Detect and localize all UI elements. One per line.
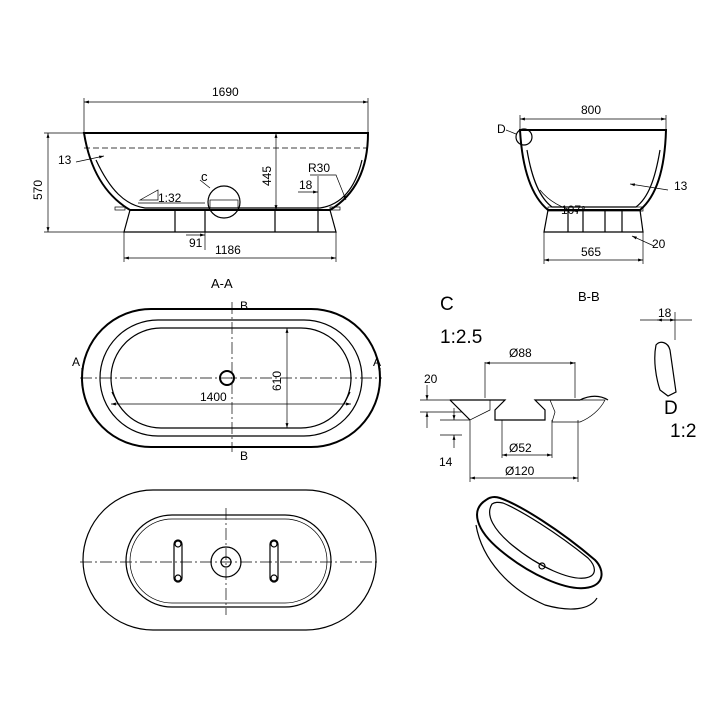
rim-height-dimension: 20: [424, 372, 438, 386]
end-view-base: [543, 209, 644, 233]
angle-arc: [539, 189, 579, 213]
depth-dimension: 445: [260, 166, 274, 186]
end-wall-dimension: 13: [674, 179, 688, 193]
base-dia-dimension: Ø120: [505, 464, 535, 478]
detail-d-scale: 1:2: [670, 421, 696, 442]
outer-dia-dimension: Ø88: [509, 346, 532, 360]
drain-label: c: [201, 169, 208, 184]
detail-section-label: B-B: [578, 289, 600, 304]
drain-hatch-right: [549, 399, 606, 423]
angle-dimension: 107°: [561, 203, 586, 217]
detail-d: 18 D 1:2: [640, 306, 696, 442]
section-b-bottom: B: [240, 449, 248, 463]
end-view-base-hatch: [547, 206, 644, 212]
section-b-top: B: [240, 299, 248, 313]
bottom-base-outline: [125, 514, 332, 608]
slope-label: 1:32: [158, 191, 182, 205]
width-dimension: 800: [581, 103, 601, 117]
drain-right-profile: [579, 395, 609, 401]
plan-section-title: A-A: [211, 276, 233, 291]
side-view-drain-circle: [207, 185, 241, 219]
length-dimension: 1690: [212, 85, 239, 99]
perspective-inner-rim: [489, 501, 595, 579]
section-a-left: A: [72, 355, 80, 369]
bottom-foot-slot-right: [269, 539, 279, 583]
side-view-foot-hatch: [114, 206, 126, 211]
height-dimension: 570: [31, 180, 45, 200]
bottom-foot-slot-left: [173, 539, 183, 583]
slope-triangle: [138, 189, 159, 201]
bottom-outer-outline: [82, 489, 377, 631]
end-view-inner-wall: [526, 149, 661, 208]
side-view-base: [123, 209, 337, 233]
section-a-right: A: [373, 355, 381, 369]
foot-gap-dimension: 18: [299, 178, 313, 192]
bottom-drain-outer: [210, 546, 242, 578]
end-view-feet: [567, 211, 623, 232]
detail-d-marker: [515, 128, 533, 146]
plan-view: A-A A A B B 1400 610: [72, 276, 382, 463]
inner-width-dimension: 610: [270, 371, 284, 391]
drain-leader: [199, 179, 211, 189]
detail-c-scale: 1:2.5: [440, 327, 482, 348]
side-view-feet: [174, 210, 319, 232]
perspective-outline: [476, 495, 603, 590]
radius-dimension: R30: [308, 161, 330, 175]
bottom-drain-inner: [220, 556, 232, 568]
bottom-base-inner: [129, 518, 328, 604]
inner-length-dimension: 1400: [200, 390, 227, 404]
base-width-dimension: 565: [581, 245, 601, 259]
detail-c: C 1:2.5 B-B Ø88 Ø52 Ø120 20 14: [420, 289, 609, 482]
side-view-drain-hatch: [209, 199, 239, 209]
perspective-body: [475, 524, 598, 610]
detail-d-profile: [654, 341, 677, 397]
base-length-dimension: 1186: [215, 243, 241, 257]
side-view: c 1:32 1690 570 13 445 R30 18 91: [31, 85, 370, 262]
drain-top-profile: [450, 399, 580, 421]
side-wall-dimension: 13: [58, 153, 72, 167]
detail-d-ref: D: [497, 122, 506, 136]
drain-hatch-left: [449, 399, 491, 421]
detail-d-title: D: [664, 398, 678, 419]
rim-dimension: 20: [652, 237, 666, 251]
detail-d-dimension: 18: [658, 306, 672, 320]
inner-dia-dimension: Ø52: [509, 441, 532, 455]
perspective-drain: [538, 562, 546, 570]
bottom-view: [80, 489, 378, 631]
drain-offset-dimension: 91: [189, 236, 203, 250]
thickness-dimension: 14: [439, 455, 453, 469]
end-view: D 800 107° 13 20 565: [497, 103, 688, 264]
perspective-view: [475, 495, 603, 610]
side-view-foot-hatch: [329, 206, 341, 211]
detail-c-title: C: [440, 294, 454, 315]
